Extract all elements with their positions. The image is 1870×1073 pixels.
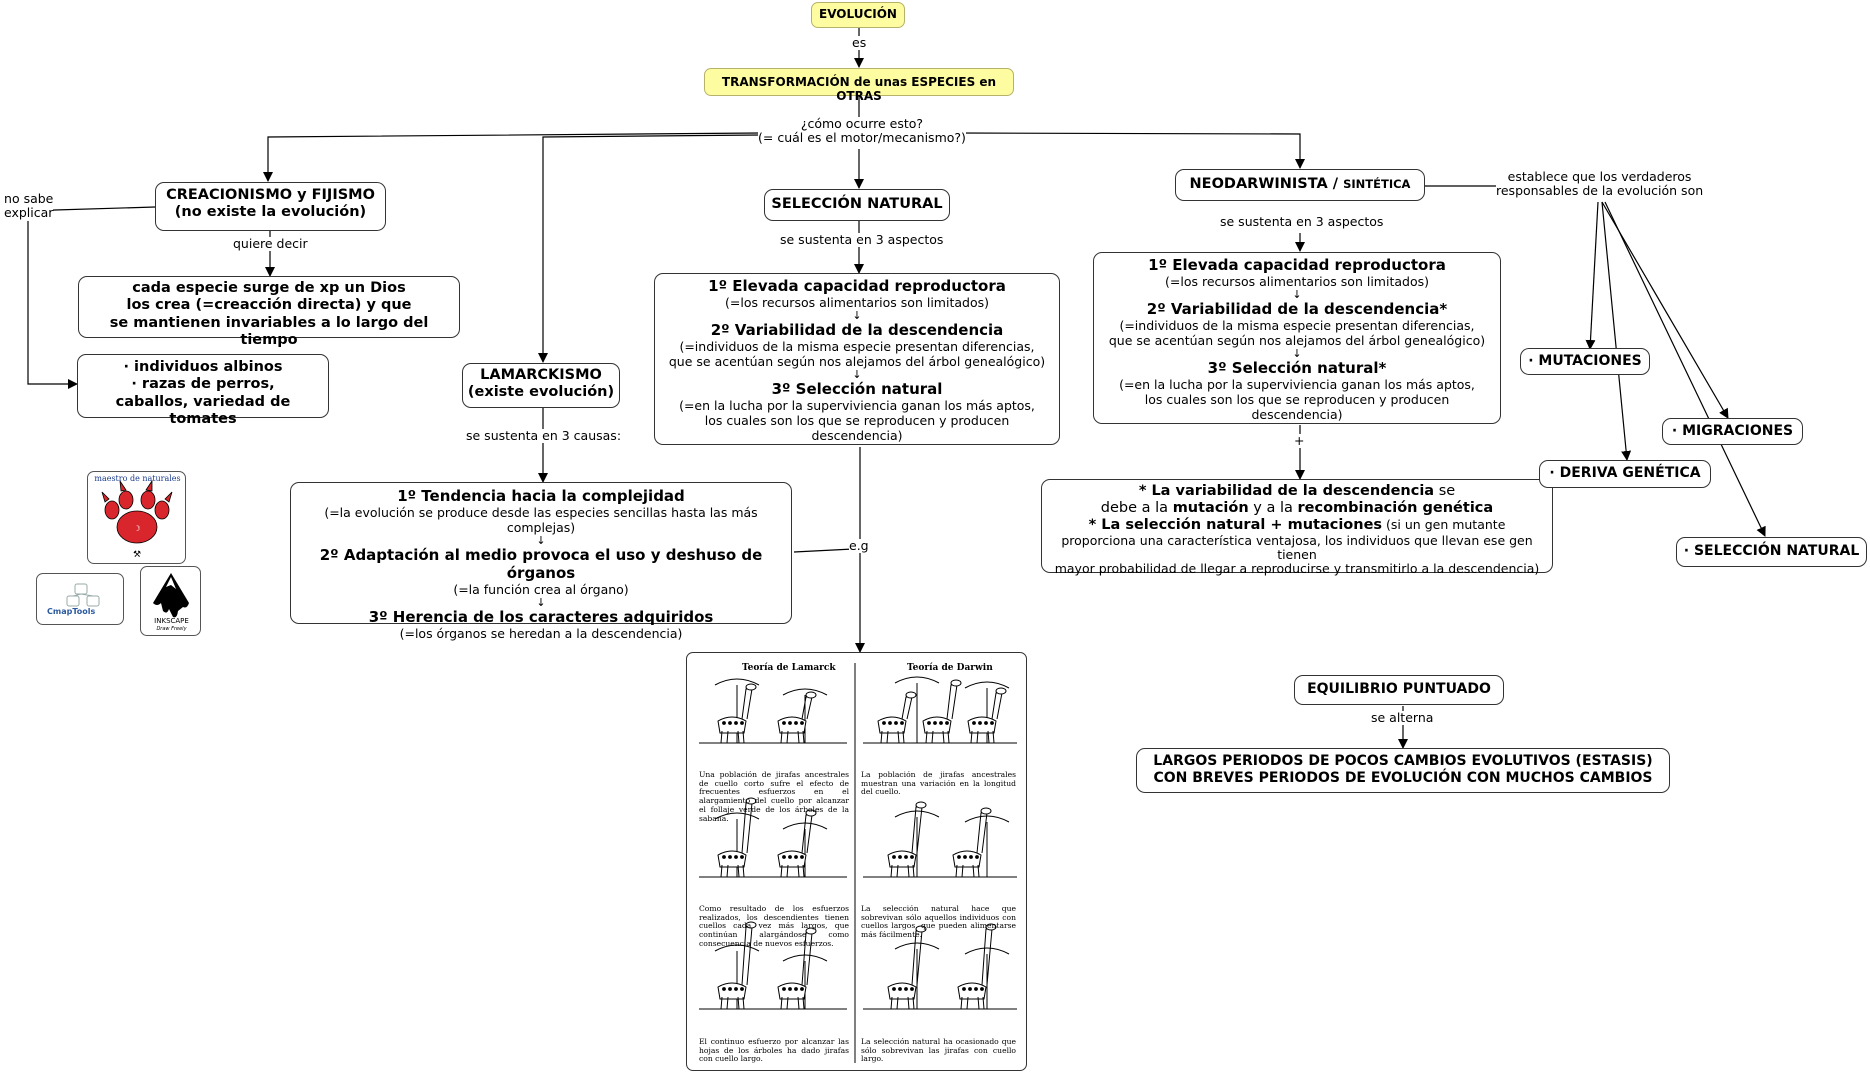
node-albinos[interactable]: · individuos albinos · razas de perros, …	[77, 354, 329, 427]
neo-aspecto-1-title: 1º Elevada capacidad reproductora	[1148, 256, 1446, 274]
inkscape-tagline: Draw Freely	[156, 626, 187, 632]
node-equilibrio-puntuado[interactable]: EQUILIBRIO PUNTUADO	[1294, 675, 1504, 705]
causa-3-title: 3º Herencia de los caracteres adquiridos	[368, 608, 714, 626]
link-label-se-sustenta-causas: se sustenta en 3 causas:	[466, 428, 622, 444]
node-largos-periodos[interactable]: LARGOS PERIODOS DE POCOS CAMBIOS EVOLUTI…	[1136, 748, 1670, 793]
link-label-plus: +	[1294, 433, 1305, 449]
node-migraciones[interactable]: · MIGRACIONES	[1662, 418, 1803, 445]
link-label-quiere-decir: quiere decir	[233, 236, 308, 252]
down-arrow-icon: ↓	[852, 309, 862, 322]
aspecto-1-title: 1º Elevada capacidad reproductora	[708, 277, 1006, 295]
node-neodarwinista[interactable]: NEODARWINISTA / SINTÉTICA	[1175, 169, 1425, 201]
link-label-eg: e.g	[849, 538, 869, 554]
node-mutaciones[interactable]: · MUTACIONES	[1520, 348, 1650, 375]
node-seleccion-natural-factor[interactable]: · SELECCIÓN NATURAL	[1676, 537, 1867, 567]
link-label-se-sustenta-aspectos-neo: se sustenta en 3 aspectos	[1220, 214, 1384, 230]
node-creacionismo[interactable]: CREACIONISMO y FIJISMO (no existe la evo…	[155, 182, 386, 231]
lamarck-caption-1: Una población de jirafas ancestrales de …	[699, 770, 849, 823]
lamarck-caption-2: Como resultado de los esfuerzos realizad…	[699, 904, 849, 948]
link-label-establece: establece que los verdaderos responsable…	[1496, 169, 1704, 199]
maestro-logo-text: maestro de naturales	[94, 474, 181, 483]
paw-print-icon: ☽ ⚒	[101, 479, 173, 560]
down-arrow-icon: ↓	[1292, 347, 1302, 360]
link-label-se-alterna: se alterna	[1371, 710, 1434, 726]
causa-1-title: 1º Tendencia hacia la complejidad	[397, 487, 685, 505]
causa-1-sub: (=la evolución se produce desde las espe…	[324, 505, 758, 535]
node-lamarck-causas[interactable]: 1º Tendencia hacia la complejidad (=la e…	[290, 482, 792, 641]
cmaptools-label: CmapTools	[47, 607, 96, 616]
node-neo-aspectos[interactable]: 1º Elevada capacidad reproductora (=los …	[1093, 252, 1501, 424]
node-lamarckismo[interactable]: LAMARCKISMO (existe evolución)	[462, 363, 620, 408]
node-deriva-genetica[interactable]: · DERIVA GENÉTICA	[1539, 460, 1711, 488]
down-arrow-icon: ↓	[536, 534, 546, 547]
node-cada-especie[interactable]: cada especie surge de xp un Dios los cre…	[78, 276, 460, 348]
down-arrow-icon: ↓	[536, 596, 546, 609]
giraffe-illustrations	[699, 663, 1017, 1063]
node-evolucion[interactable]: EVOLUCIÓN	[811, 2, 905, 28]
inkscape-label: INKSCAPE	[154, 617, 189, 625]
causa-2-title: 2º Adaptación al medio provoca el uso y …	[319, 546, 763, 582]
link-label-es: es	[852, 35, 867, 51]
aspecto-2-title: 2º Variabilidad de la descendencia	[710, 321, 1004, 339]
neo-aspecto-2-title: 2º Variabilidad de la descendencia*	[1146, 300, 1448, 318]
svg-text:⚒: ⚒	[133, 550, 141, 560]
lamarck-caption-3: El continuo esfuerzo por alcanzar las ho…	[699, 1037, 849, 1064]
down-arrow-icon: ↓	[852, 368, 862, 381]
darwin-caption-1: La población de jirafas ancestrales mues…	[861, 770, 1016, 797]
link-label-como: ¿cómo ocurre esto? (= cuál es el motor/m…	[758, 116, 966, 146]
maestro-naturales-logo: ☽ ⚒ maestro de naturales	[87, 471, 186, 564]
inkscape-icon	[153, 573, 189, 618]
svg-text:☽: ☽	[133, 524, 140, 533]
link-label-se-sustenta-aspectos: se sustenta en 3 aspectos	[780, 232, 944, 248]
darwin-caption-3: La selección natural ha ocasionado que s…	[861, 1037, 1016, 1064]
causa-3-sub: (=los órganos se heredan a la descendenc…	[399, 626, 683, 641]
node-darwin-aspectos[interactable]: 1º Elevada capacidad reproductora (=los …	[654, 273, 1060, 445]
darwin-column-title: Teoría de Darwin	[907, 663, 993, 673]
darwin-caption-2: La selección natural hace que sobrevivan…	[861, 904, 1016, 940]
down-arrow-icon: ↓	[1292, 288, 1302, 301]
node-asterisco-explicacion[interactable]: * La variabilidad de la descendencia se …	[1041, 479, 1553, 576]
node-seleccion-natural[interactable]: SELECCIÓN NATURAL	[764, 189, 950, 221]
giraffe-theories-image[interactable]: Teoría de Lamarck Teoría de Darwin Una p…	[686, 652, 1027, 1071]
node-transformacion[interactable]: TRANSFORMACIÓN de unas ESPECIES en OTRAS	[704, 68, 1014, 103]
lamarck-column-title: Teoría de Lamarck	[742, 663, 836, 673]
cmaptools-icon	[66, 583, 100, 607]
cmaptools-logo: CmapTools	[36, 573, 124, 625]
neo-aspecto-3-title: 3º Selección natural*	[1207, 359, 1387, 377]
causa-2-sub: (=la función crea al órgano)	[453, 582, 629, 597]
inkscape-logo: INKSCAPE Draw Freely	[140, 566, 201, 636]
link-label-no-sabe: no sabe explicar	[4, 191, 54, 221]
aspecto-3-title: 3º Selección natural	[771, 380, 943, 398]
